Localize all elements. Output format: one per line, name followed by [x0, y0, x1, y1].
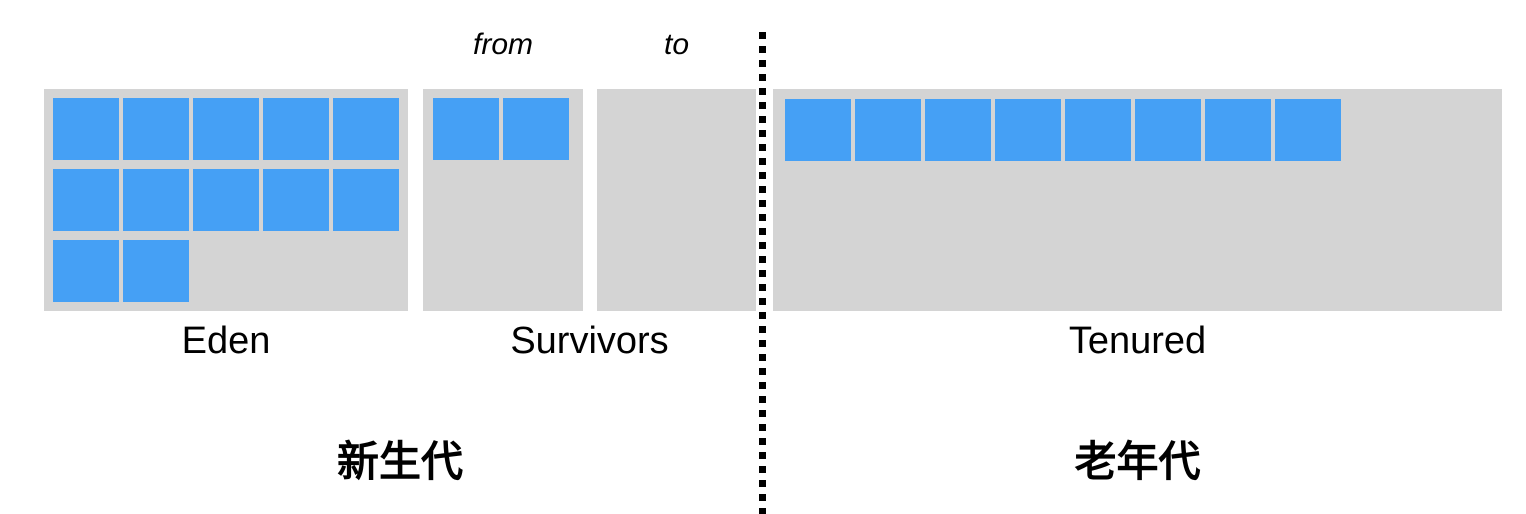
survivor-from-object-cell	[433, 98, 499, 160]
eden-object-cell	[193, 169, 259, 231]
eden-object-cell	[333, 98, 399, 160]
survivor-to-region[interactable]	[597, 89, 756, 311]
eden-region-label: Eden	[181, 320, 271, 362]
eden-object-cell	[53, 98, 119, 160]
eden-object-cell	[53, 240, 119, 302]
survivors-region-label: Survivors	[510, 320, 669, 362]
tenured-object-cell	[1135, 99, 1201, 161]
survivor-from-pointer-label: from	[473, 28, 533, 61]
tenured-region[interactable]	[773, 89, 1502, 311]
tenured-region-label: Tenured	[1068, 320, 1207, 362]
generation-divider-dotted-line	[759, 32, 766, 514]
tenured-object-cell	[1275, 99, 1341, 161]
old-generation-label: 老年代	[1074, 438, 1201, 485]
eden-object-cell	[123, 240, 189, 302]
tenured-object-cell	[995, 99, 1061, 161]
tenured-object-cell	[785, 99, 851, 161]
survivor-to-pointer-label: to	[663, 28, 690, 61]
eden-object-cell	[263, 169, 329, 231]
tenured-object-cell	[1065, 99, 1131, 161]
eden-region[interactable]	[44, 89, 408, 311]
eden-object-cell	[53, 169, 119, 231]
tenured-object-cell	[925, 99, 991, 161]
eden-object-cell	[123, 169, 189, 231]
eden-object-cell	[123, 98, 189, 160]
tenured-object-cell	[1205, 99, 1271, 161]
young-generation-label: 新生代	[336, 438, 463, 485]
tenured-object-cell	[855, 99, 921, 161]
eden-object-cell	[333, 169, 399, 231]
survivor-from-object-cell	[503, 98, 569, 160]
survivor-from-region[interactable]	[423, 89, 583, 311]
eden-object-cell	[263, 98, 329, 160]
eden-object-cell	[193, 98, 259, 160]
